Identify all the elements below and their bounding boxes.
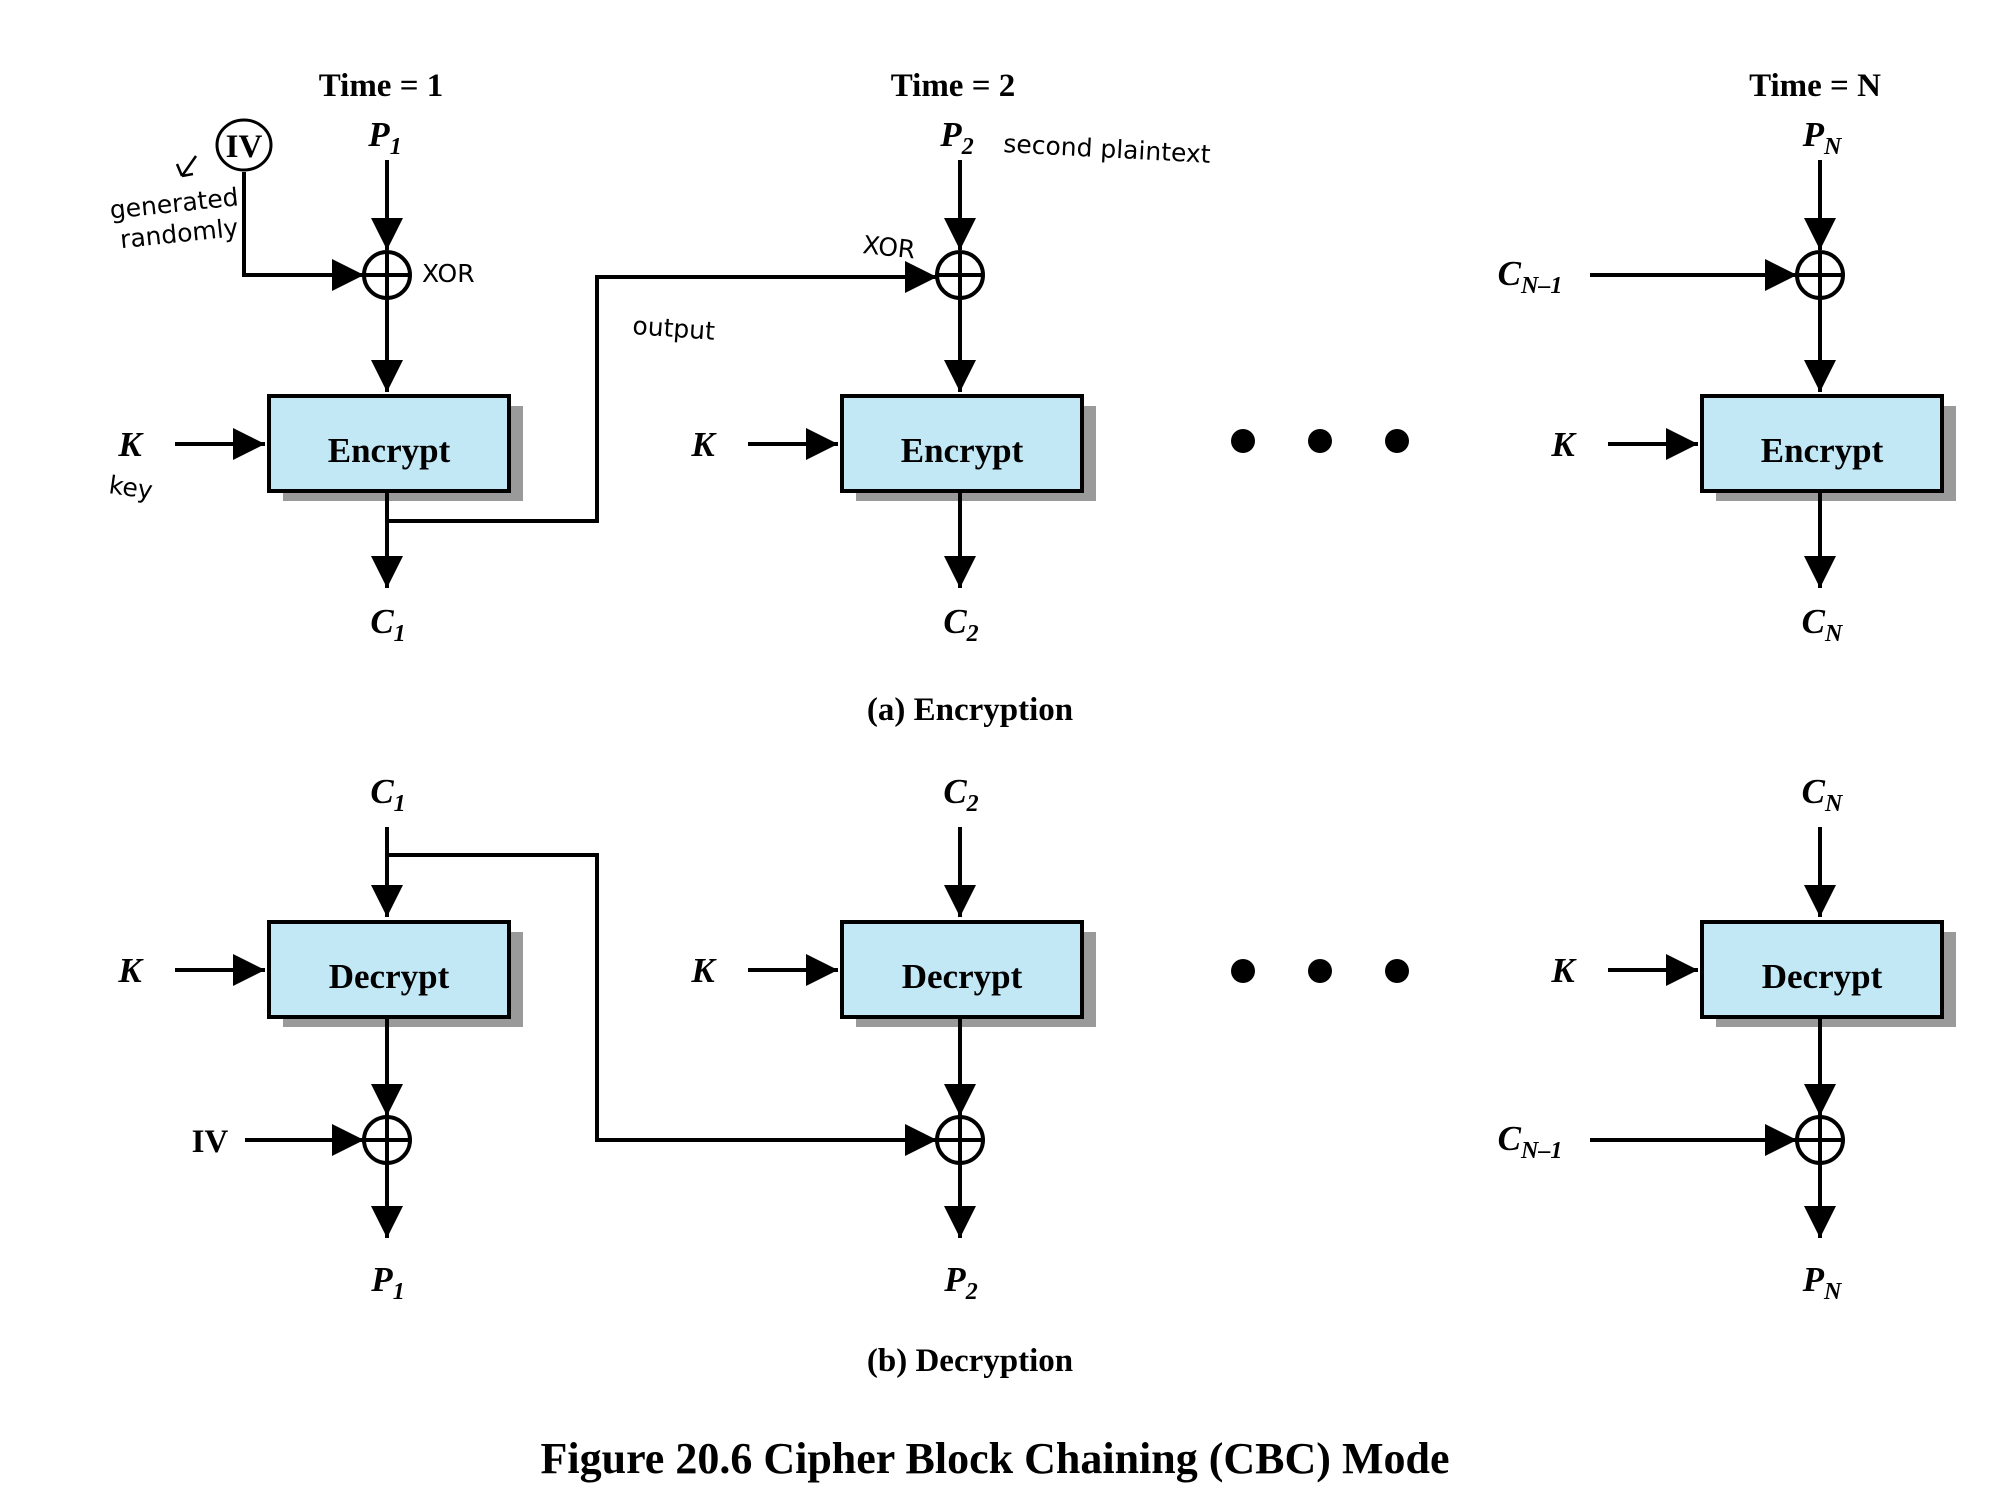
chain-c1-to-xor2 xyxy=(387,261,937,523)
annotation-xor-2: XOR xyxy=(861,230,916,264)
dec-input-cn: CN xyxy=(1802,772,1844,817)
ellipsis-icon xyxy=(1231,959,1409,983)
encrypt-box-n: Encrypt xyxy=(1700,394,1956,501)
dec-output-p2: P2 xyxy=(943,1260,977,1305)
figure-title: Figure 20.6 Cipher Block Chaining (CBC) … xyxy=(541,1434,1450,1483)
decrypt-box-n: Decrypt xyxy=(1700,920,1956,1027)
decryption-section: C1 C2 CN Decrypt Decrypt Decrypt K K K xyxy=(117,772,1956,1379)
dec-prev-cipher: CN–1 xyxy=(1498,1119,1563,1164)
arrow-iv-to-xor xyxy=(242,172,364,291)
annotation-xor-1: XOR xyxy=(422,259,475,288)
dec-output-p1: P1 xyxy=(370,1260,404,1305)
encryption-caption: (a) Encryption xyxy=(867,692,1073,728)
decrypt-box-label: Decrypt xyxy=(1762,957,1883,996)
ellipsis-icon xyxy=(1231,429,1409,453)
enc-output-c1: C1 xyxy=(370,602,405,647)
dec-iv-label: IV xyxy=(192,1124,229,1160)
enc-key-n: K xyxy=(1550,425,1577,464)
decryption-caption: (b) Decryption xyxy=(867,1343,1073,1379)
annotation-second-plaintext: second plaintext xyxy=(1003,129,1212,169)
xor-icon xyxy=(362,250,412,300)
time-label-1: Time = 1 xyxy=(319,68,444,104)
enc-output-cn: CN xyxy=(1802,602,1844,647)
annotation-arrow-icon xyxy=(175,155,198,178)
xor-icon xyxy=(1795,1115,1845,1165)
xor-icon xyxy=(1795,250,1845,300)
encrypt-box-label: Encrypt xyxy=(328,431,451,470)
enc-key-1: K xyxy=(117,425,144,464)
dec-key-n: K xyxy=(1550,951,1577,990)
encrypt-box-label: Encrypt xyxy=(901,431,1024,470)
decrypt-box-label: Decrypt xyxy=(902,957,1023,996)
encryption-section: Time = 1 Time = 2 Time = N P1 P2 PN IV xyxy=(117,68,1956,728)
encrypt-box-label: Encrypt xyxy=(1761,431,1884,470)
dec-key-2: K xyxy=(690,951,717,990)
annotation-key: key xyxy=(107,470,155,505)
dec-input-c2: C2 xyxy=(943,772,978,817)
decrypt-box-label: Decrypt xyxy=(329,957,450,996)
dec-output-pn: PN xyxy=(1802,1260,1843,1305)
xor-icon xyxy=(362,1115,412,1165)
enc-prev-cipher: CN–1 xyxy=(1498,254,1563,299)
annotation-output: output xyxy=(632,311,716,346)
enc-input-p1: P1 xyxy=(367,115,401,160)
xor-icon xyxy=(935,1115,985,1165)
enc-key-2: K xyxy=(690,425,717,464)
enc-iv-label: IV xyxy=(226,129,263,165)
encrypt-box-1: Encrypt xyxy=(267,394,523,501)
decrypt-box-2: Decrypt xyxy=(840,920,1096,1027)
dec-key-1: K xyxy=(117,951,144,990)
dec-input-c1: C1 xyxy=(370,772,405,817)
chain-dec-c1-to-xor2 xyxy=(387,853,937,1156)
time-label-2: Time = 2 xyxy=(891,68,1016,104)
xor-icon xyxy=(935,250,985,300)
decrypt-box-1: Decrypt xyxy=(267,920,523,1027)
enc-input-pn: PN xyxy=(1802,115,1843,160)
enc-input-p2: P2 xyxy=(939,115,973,160)
time-label-n: Time = N xyxy=(1749,68,1881,104)
enc-output-c2: C2 xyxy=(943,602,978,647)
encrypt-box-2: Encrypt xyxy=(840,394,1096,501)
iv-circle-icon xyxy=(215,118,273,172)
